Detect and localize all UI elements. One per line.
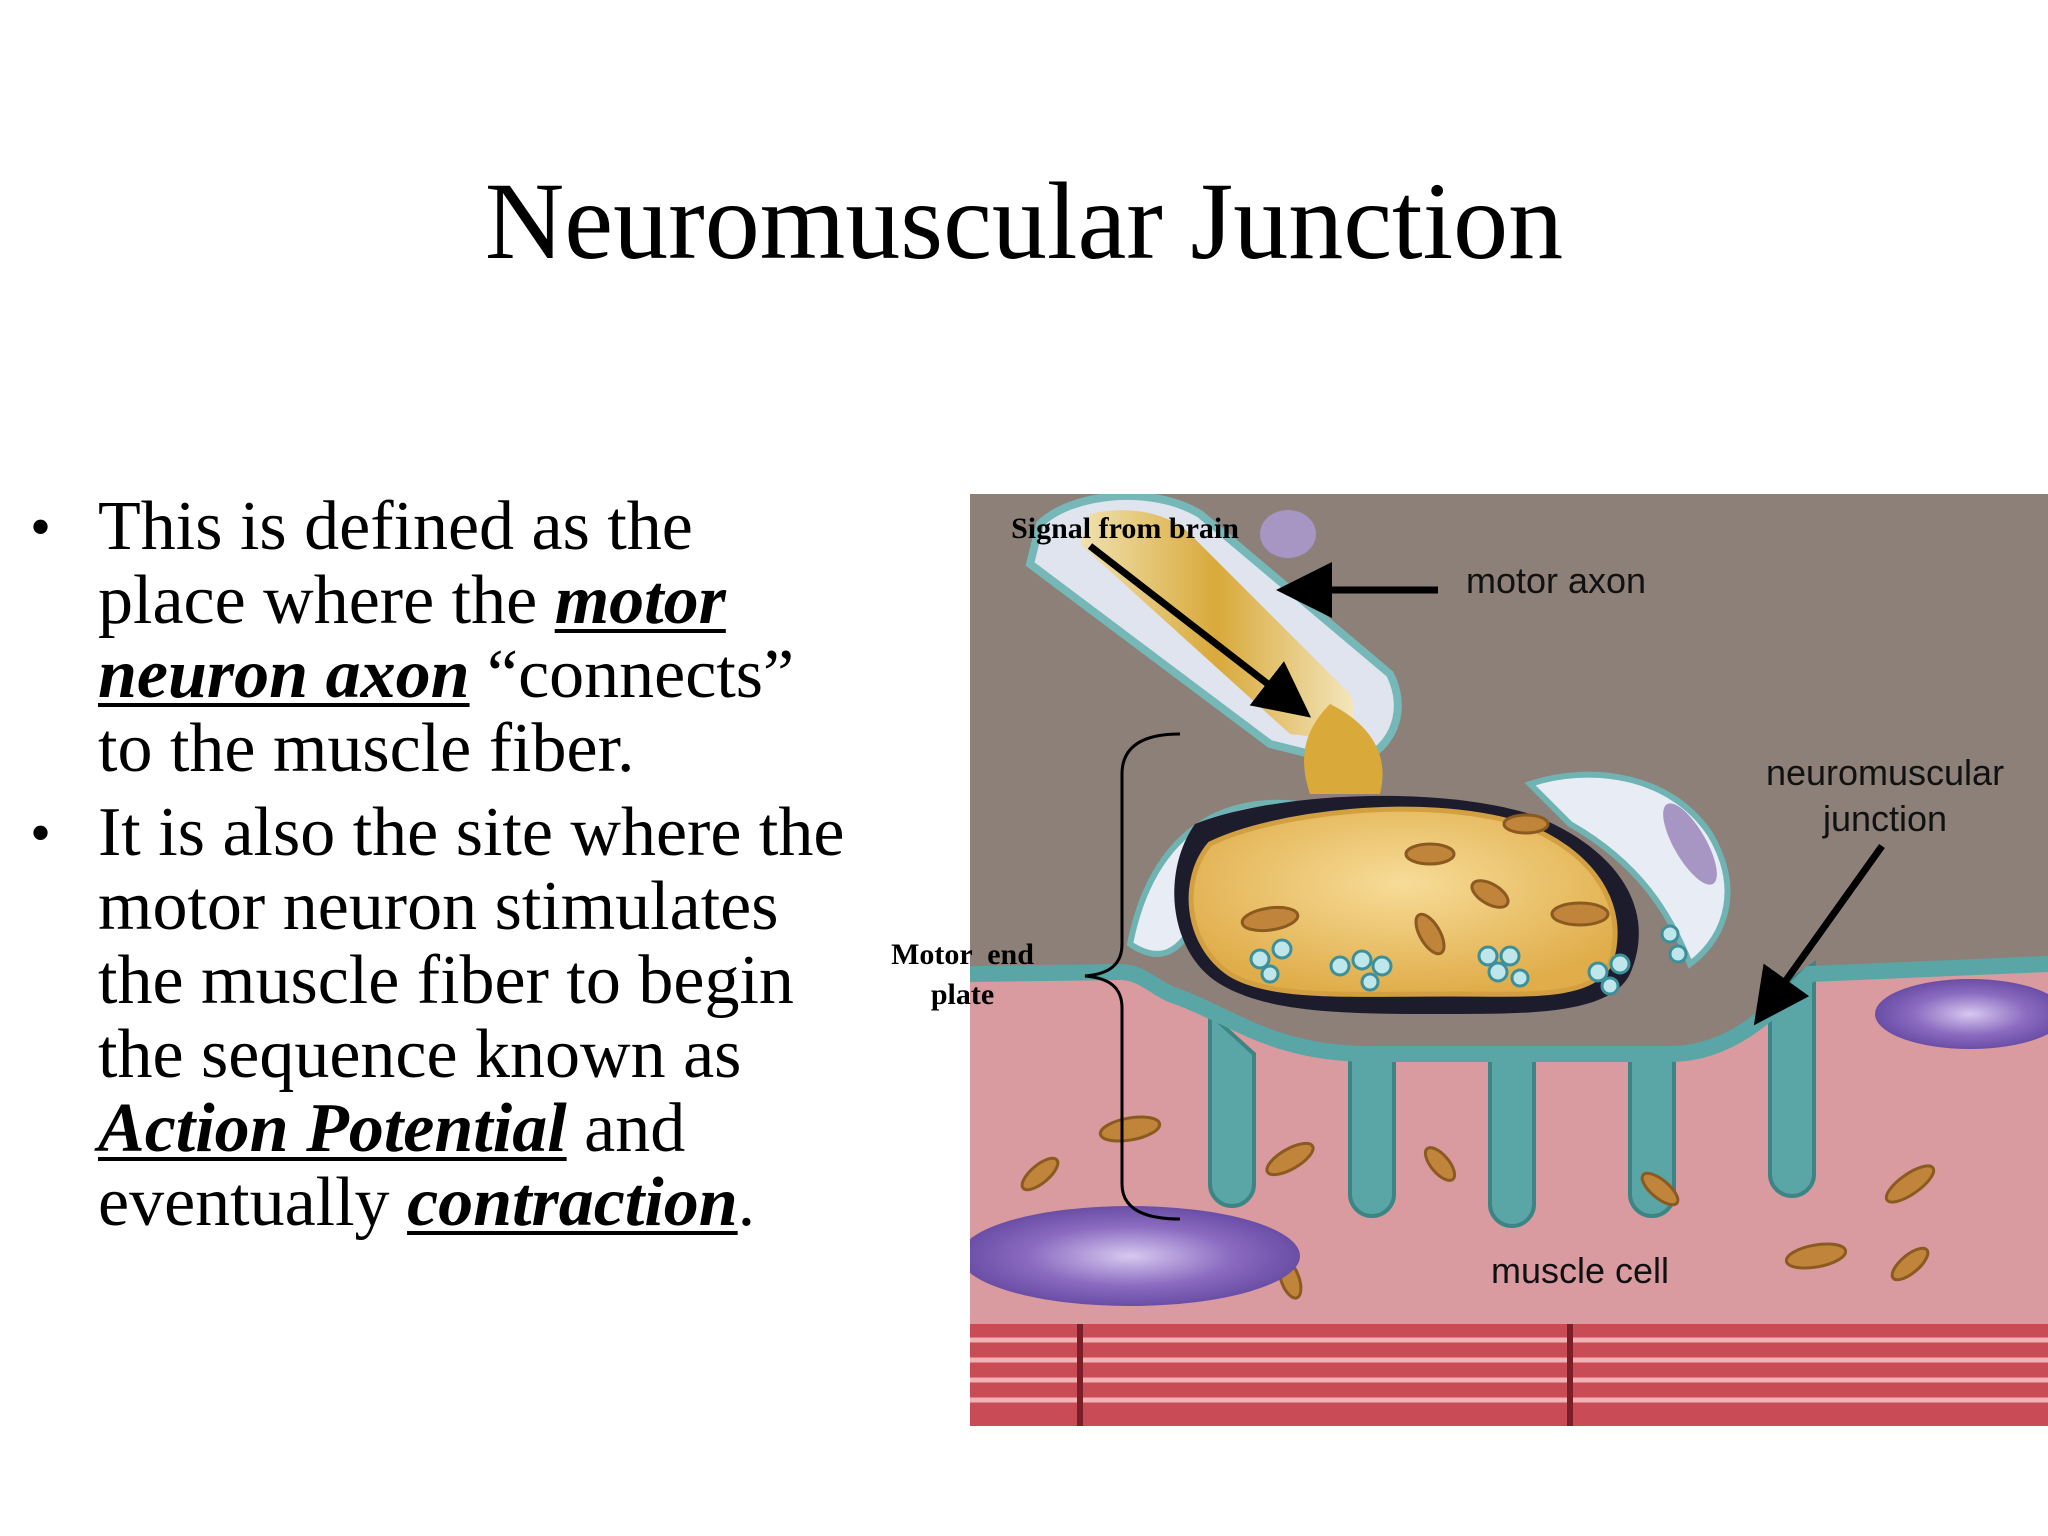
muscle-nucleus-left (970, 1206, 1300, 1306)
label-motor-end-plate: Motor end plate (880, 935, 1045, 1015)
label-end-plate-line2: plate (930, 978, 995, 1011)
label-muscle-cell: muscle cell (1490, 1250, 1670, 1291)
schwann-nucleus (1260, 510, 1316, 558)
neuromuscular-junction-diagram (970, 494, 2048, 1426)
text-segment: and eventually (98, 1090, 686, 1241)
motor-end-plate-brace (1084, 732, 1181, 1221)
schwann-nucleus-right (1663, 803, 1717, 885)
bullet-text: This is defined as the place where the m… (98, 488, 794, 787)
mitochondria (1020, 813, 1936, 1300)
bullet-dot: • (30, 800, 52, 866)
text-segment: It is also the site where the motor neur… (98, 794, 845, 1093)
axon-stalk (1304, 704, 1383, 794)
signal-arrow (1087, 543, 1312, 718)
label-neuromuscular-junction: neuromuscular junction (1745, 750, 2025, 842)
text-segment: “connects” to the muscle fiber. (98, 636, 795, 787)
muscle-nucleus-right (1875, 979, 2048, 1049)
neuromuscular-junction-arrow (1753, 843, 1885, 1026)
label-nmj-line1: neuromuscular (1765, 752, 2005, 793)
bullet-text: It is also the site where the motor neur… (98, 794, 844, 1241)
label-motor-axon: motor axon (1465, 560, 1647, 601)
text-segment: . (737, 1164, 756, 1241)
myofibrils (970, 1324, 2048, 1426)
synaptic-vesicles (1249, 924, 1688, 996)
emphasis-motor-neuron-axon: motor neuron axon (98, 562, 726, 713)
bullet-list: • This is defined as the place where the… (18, 490, 858, 1250)
bullet-item: • This is defined as the place where the… (18, 490, 858, 786)
label-signal-from-brain: Signal from brain (1011, 512, 1239, 545)
emphasis-action-potential: Action Potential (98, 1090, 567, 1167)
bullet-dot: • (30, 494, 52, 560)
slide-title: Neuromuscular Junction (484, 160, 1564, 282)
label-end-plate-line1: Motor end (891, 938, 1034, 971)
junctional-folds (1208, 960, 1816, 1228)
emphasis-contraction: contraction (407, 1164, 738, 1241)
bullet-item: • It is also the site where the motor ne… (18, 796, 858, 1240)
label-nmj-line2: junction (1822, 798, 1948, 839)
text-segment: This is defined as the place where the (98, 488, 693, 639)
